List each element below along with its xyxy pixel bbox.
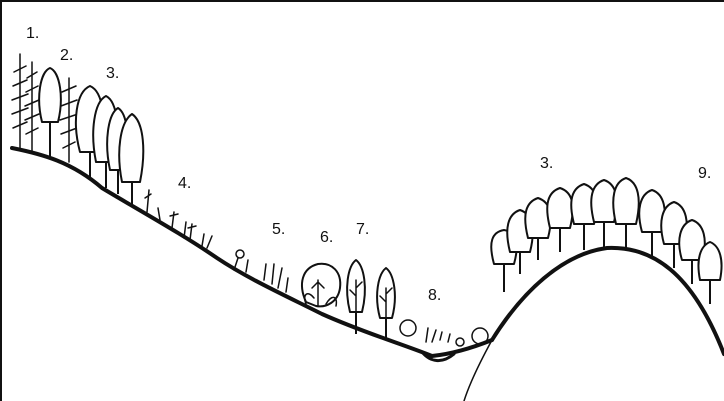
low-vegetation <box>400 320 488 346</box>
label-group-6: 6. <box>320 229 333 246</box>
label-group-8: 8. <box>428 287 441 304</box>
label-group-3-left: 3. <box>106 65 119 82</box>
label-group-5: 5. <box>272 221 285 238</box>
ground-line-left <box>12 148 492 356</box>
label-group-3-right: 3. <box>540 155 553 172</box>
label-group-4: 4. <box>178 175 191 192</box>
ground-line-hill <box>492 248 724 354</box>
slope-shrubs <box>145 190 288 292</box>
deciduous-forest-left <box>39 68 143 206</box>
bush-cluster <box>302 264 340 307</box>
label-group-7: 7. <box>356 221 369 238</box>
label-group-2: 2. <box>60 47 73 64</box>
label-group-9: 9. <box>698 165 711 182</box>
label-group-1: 1. <box>26 25 39 42</box>
